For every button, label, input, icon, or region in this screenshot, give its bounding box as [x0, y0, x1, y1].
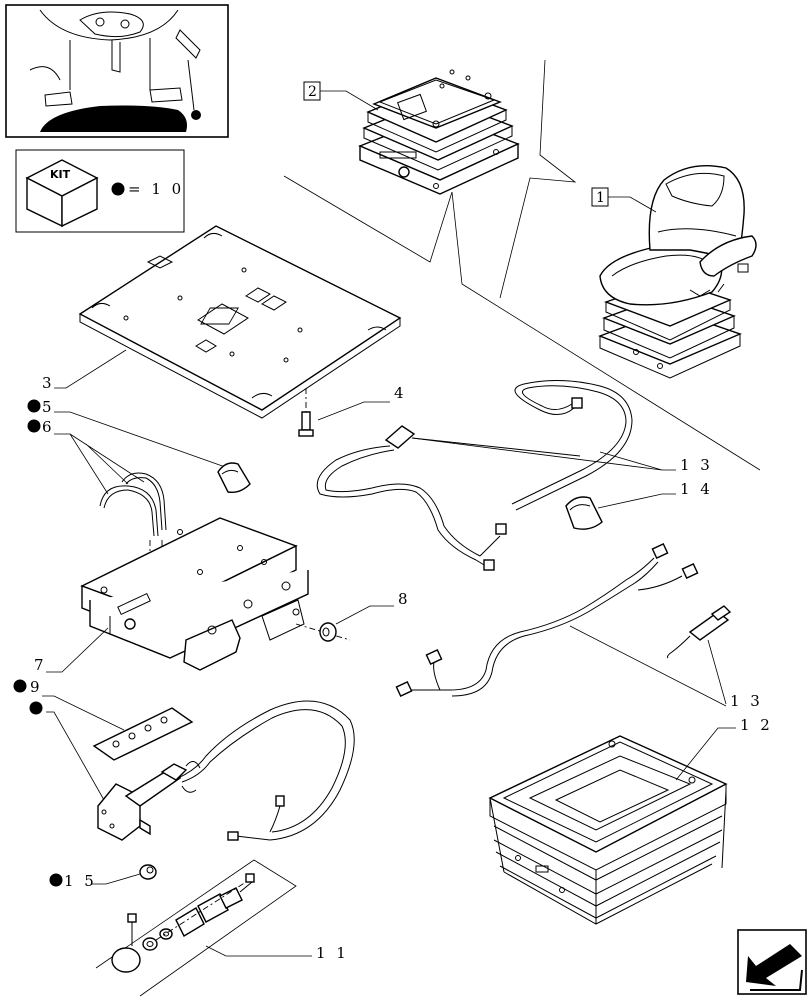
- clip-small: [217, 462, 251, 494]
- connector-harness-small: [667, 605, 732, 659]
- spacer: [295, 622, 351, 642]
- svg-text:1 3: 1 3: [730, 692, 763, 710]
- suspension-frame: [80, 517, 309, 671]
- callout-15: 1 5: [49, 872, 141, 890]
- svg-text:1 5: 1 5: [64, 872, 97, 890]
- kit-label: KIT: [50, 168, 71, 181]
- callout-14: 1 4: [597, 480, 713, 509]
- callout-12: 1 2: [675, 716, 773, 781]
- callout-11: 1 1: [205, 944, 349, 962]
- callout-9: 9: [13, 678, 125, 731]
- callout-1: 1: [591, 187, 657, 213]
- switch-kit: [95, 859, 297, 997]
- actuator-with-harness: [97, 700, 355, 841]
- callout-2: 2: [303, 81, 379, 111]
- kit-equals-label: = 1 0: [128, 180, 184, 198]
- svg-text:4: 4: [394, 384, 407, 402]
- wiring-harness-upper: [316, 379, 633, 571]
- bellows-cover: [488, 735, 728, 925]
- callout-7: 7: [34, 627, 109, 674]
- wiring-harness-lower: [395, 543, 699, 697]
- callout-13-upper: 1 3: [411, 437, 713, 474]
- callout-bullet-actuator: [29, 701, 105, 801]
- callout-3: 3: [42, 349, 127, 392]
- filled-dot-icon: [111, 182, 125, 196]
- callout-13-lower: 1 3: [569, 625, 763, 710]
- seat-assembly: [598, 165, 757, 379]
- svg-text:3: 3: [42, 374, 55, 392]
- svg-text:8: 8: [398, 590, 411, 608]
- svg-text:6: 6: [42, 418, 55, 436]
- svg-text:1: 1: [596, 190, 605, 206]
- svg-text:1 2: 1 2: [740, 716, 773, 734]
- base-plate: [78, 225, 402, 419]
- bolt: [298, 388, 314, 437]
- svg-text:2: 2: [308, 84, 317, 100]
- callout-6: 6: [27, 418, 145, 495]
- svg-text:9: 9: [30, 678, 43, 696]
- svg-text:5: 5: [42, 398, 55, 416]
- location-thumbnail: [5, 4, 229, 138]
- svg-text:7: 7: [34, 656, 47, 674]
- svg-text:1 3: 1 3: [680, 456, 713, 474]
- arrow-back-icon[interactable]: [737, 929, 807, 995]
- svg-text:1 4: 1 4: [680, 480, 713, 498]
- kit-legend: KIT = 1 0: [15, 149, 185, 233]
- terminal-strip: [92, 707, 194, 761]
- callout-5: 5: [27, 398, 229, 469]
- svg-text:1 1: 1 1: [316, 944, 349, 962]
- callout-8: 8: [335, 590, 411, 625]
- grommet-fitting: [139, 864, 157, 880]
- clip-large: [565, 496, 603, 530]
- callout-4: 4: [317, 384, 407, 421]
- seat-suspension-assembly: [358, 69, 520, 195]
- kit-cube-icon: [25, 159, 99, 228]
- break-lines: [283, 59, 761, 471]
